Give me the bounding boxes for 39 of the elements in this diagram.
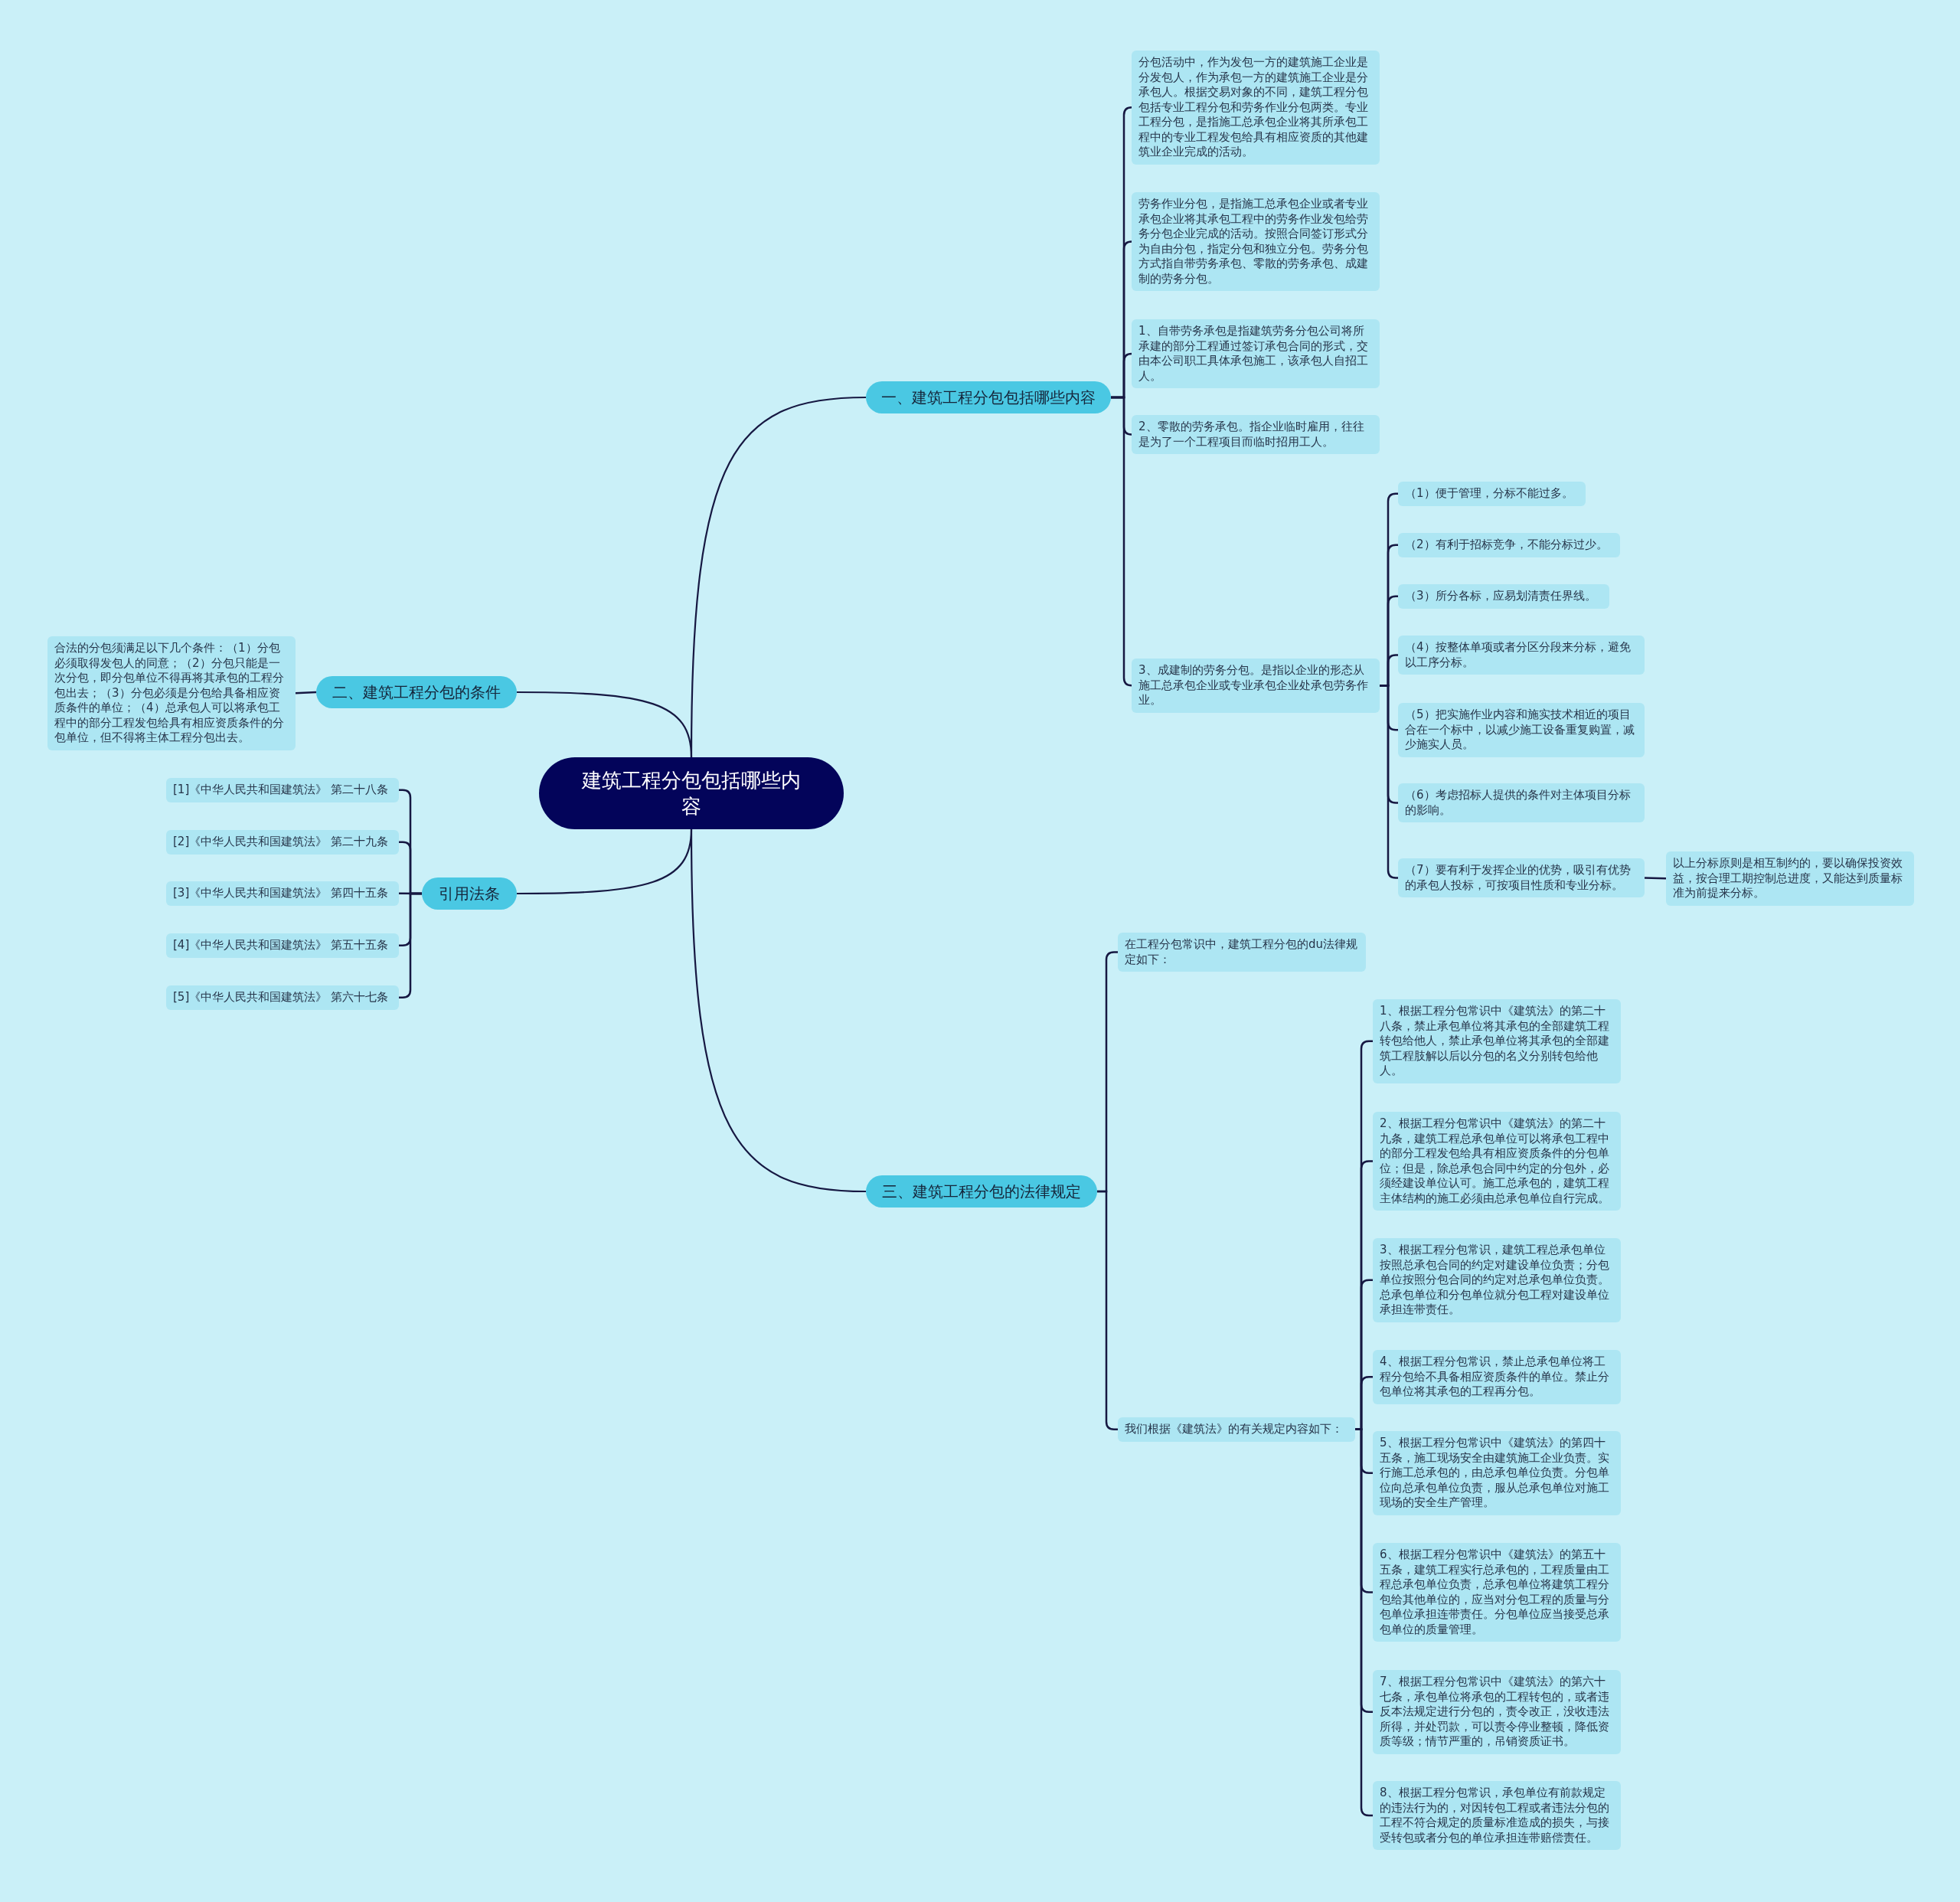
subtopic-card: 1、根据工程分包常识中《建筑法》的第二十八条，禁止承包单位将其承包的全部建筑工程转包给他人，禁止承包单位将其承包的全部建筑工程肢解以后以分包的名义分别转包给他人。 [1373,999,1621,1083]
main-topic: 引用法条 [422,877,517,910]
subtopic-card: 劳务作业分包，是指施工总承包企业或者专业承包企业将其承包工程中的劳务作业发包给劳务分包企业完成的活动。按照合同签订形式分为自由分包，指定分包和独立分包。劳务分包方式指自带劳务承包、零散的劳务承包、成建制的劳务分包。 [1132,192,1380,291]
subtopic-card: 合法的分包须满足以下几个条件：（1）分包必须取得发包人的同意；（2）分包只能是一次分包，即分包单位不得再将其承包的工程分包出去；（3）分包必须是分包给具备相应资质条件的单位；（4）总承包人可以将承包工程中的部分工程发包给具有相应资质条件的分包单位，但不得将主体工程分包出去。 [47,636,296,750]
subtopic-card: （7）要有利于发挥企业的优势，吸引有优势的承包人投标，可按项目性质和专业分标。 [1398,858,1645,897]
subtopic-card: （1）便于管理，分标不能过多。 [1398,482,1586,506]
subtopic-card: [1]《中华人民共和国建筑法》 第二十八条 [166,778,399,802]
subtopic-card: [4]《中华人民共和国建筑法》 第五十五条 [166,933,399,958]
subtopic-card: 5、根据工程分包常识中《建筑法》的第四十五条，施工现场安全由建筑施工企业负责。实行施工总承包的，由总承包单位负责。分包单位向总承包单位负责，服从总承包单位对施工现场的安全生产管理。 [1373,1431,1621,1515]
subtopic-card: [3]《中华人民共和国建筑法》 第四十五条 [166,881,399,906]
subtopic-card: （5）把实施作业内容和施实技术相近的项目合在一个标中，以减少施工设备重复购置，减少施实人员。 [1398,703,1645,757]
subtopic-card: 6、根据工程分包常识中《建筑法》的第五十五条，建筑工程实行总承包的，工程质量由工程总承包单位负责，总承包单位将建筑工程分包给其他单位的，应当对分包工程的质量与分包单位承担连带责任。分包单位应当接受总承包单位的质量管理。 [1373,1543,1621,1642]
subtopic-card: 我们根据《建筑法》的有关规定内容如下： [1118,1417,1355,1442]
subtopic-card: 3、成建制的劳务分包。是指以企业的形态从施工总承包企业或专业承包企业处承包劳务作业。 [1132,659,1380,713]
subtopic-card: 3、根据工程分包常识，建筑工程总承包单位按照总承包合同的约定对建设单位负责；分包单位按照分包合同的约定对总承包单位负责。总承包单位和分包单位就分包工程对建设单位承担连带责任。 [1373,1238,1621,1322]
subtopic-card: （4）按整体单项或者分区分段来分标，避免以工序分标。 [1398,636,1645,675]
subtopic-card: （2）有利于招标竞争，不能分标过少。 [1398,533,1620,557]
subtopic-card: 1、自带劳务承包是指建筑劳务分包公司将所承建的部分工程通过签订承包合同的形式，交由本公司职工具体承包施工，该承包人自招工人。 [1132,319,1380,388]
subtopic-card: [5]《中华人民共和国建筑法》 第六十七条 [166,985,399,1010]
main-topic: 一、建筑工程分包包括哪些内容 [866,381,1111,413]
connector-line [1111,396,1133,687]
subtopic-card: 8、根据工程分包常识，承包单位有前款规定的违法行为的，对因转包工程或者违法分包的工程不符合规定的质量标准造成的损失，与接受转包或者分包的单位承担连带赔偿责任。 [1373,1781,1621,1850]
connector-line [1644,877,1667,880]
subtopic-card: 分包活动中，作为发包一方的建筑施工企业是分发包人，作为承包一方的建筑施工企业是分承包人。根据交易对象的不同，建筑工程分包包括专业工程分包和劳务作业分包两类。专业工程分包，是指施工总承包企业将其所承包工程中的专业工程发包给具有相应资质的其他建筑业企业完成的活动。 [1132,51,1380,165]
subtopic-card: [2]《中华人民共和国建筑法》 第二十九条 [166,830,399,855]
subtopic-card: 2、零散的劳务承包。指企业临时雇用，往往是为了一个工程项目而临时招用工人。 [1132,415,1380,454]
subtopic-card: （6）考虑招标人提供的条件对主体项目分标的影响。 [1398,783,1645,822]
connector-line [690,829,867,1193]
connector-line [517,691,693,758]
subtopic-card: （3）所分各标，应易划清责任界线。 [1398,584,1609,609]
subtopic-card: 以上分标原则是相互制约的，要以确保投资效益，按合理工期控制总进度，又能达到质量标准为前提来分标。 [1666,851,1914,906]
subtopic-card: 在工程分包常识中，建筑工程分包的du法律规定如下： [1118,933,1366,972]
main-topic: 三、建筑工程分包的法律规定 [866,1175,1097,1208]
main-topic: 二、建筑工程分包的条件 [316,676,517,708]
subtopic-card: 4、根据工程分包常识，禁止总承包单位将工程分包给不具备相应资质条件的单位。禁止分包单位将其承包的工程再分包。 [1373,1350,1621,1404]
subtopic-card: 7、根据工程分包常识中《建筑法》的第六十七条，承包单位将承包的工程转包的，或者违反本法规定进行分包的，责令改正，没收违法所得，并处罚款，可以责令停业整顿，降低资质等级；情节严重的，吊销资质证书。 [1373,1670,1621,1754]
connector-line [295,691,317,694]
subtopic-card: 2、根据工程分包常识中《建筑法》的第二十九条，建筑工程总承包单位可以将承包工程中的部分工程发包给具有相应资质条件的分包单位；但是，除总承包合同中约定的分包外，必须经建设单位认可。施工总承包的，建筑工程主体结构的施工必须由总承包单位自行完成。 [1373,1112,1621,1211]
central-topic: 建筑工程分包包括哪些内容 [539,757,844,829]
